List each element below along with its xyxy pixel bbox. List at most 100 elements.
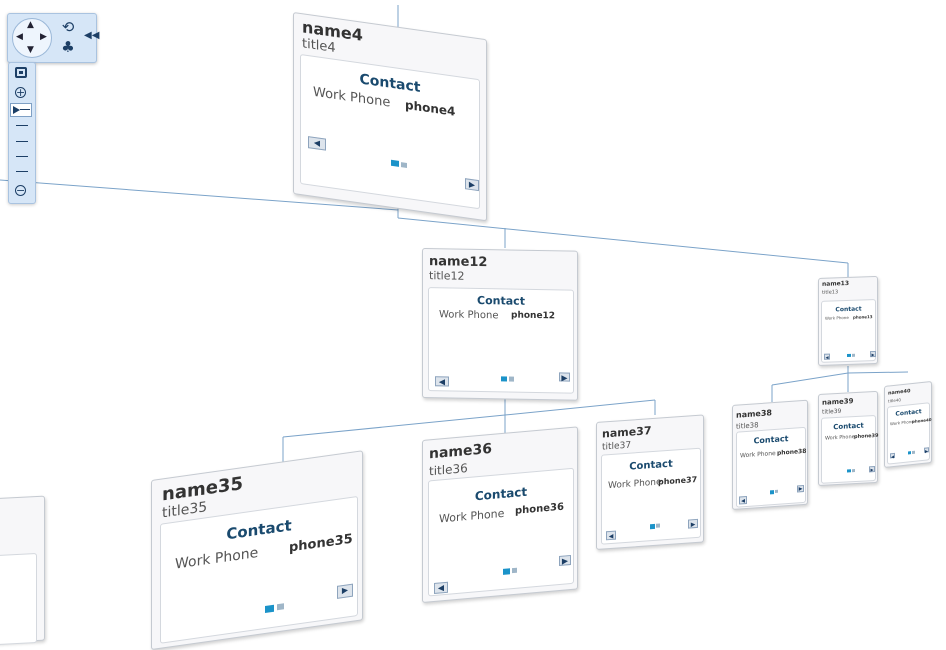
employee-name: name38 <box>736 408 772 420</box>
next-page-button[interactable]: ▶ <box>465 178 479 192</box>
zoom-in-icon[interactable]: + <box>15 86 26 99</box>
employee-title: title39 <box>822 407 842 416</box>
work-phone-label: Work Phone <box>890 418 914 427</box>
employee-title: title36 <box>429 460 468 479</box>
employee-name: name37 <box>602 424 652 441</box>
prev-page-button[interactable]: ◀ <box>434 581 448 594</box>
prev-page-button[interactable]: ◀ <box>739 495 747 505</box>
pan-right-icon[interactable]: ▶ <box>40 32 47 42</box>
org-card[interactable]: name35 title35 Contact Work Phone phone3… <box>151 450 363 650</box>
org-tree-icon[interactable]: ♣ <box>61 38 75 56</box>
next-page-button[interactable]: ▶ <box>559 554 571 567</box>
employee-title: title38 <box>736 421 759 431</box>
work-phone-value: phone12 <box>511 310 556 322</box>
contact-panel: Contact Work Phone phone4 ◀ ▶ <box>300 53 480 210</box>
collapse-panel-icon[interactable]: ◀◀ <box>84 30 100 41</box>
employee-title: title37 <box>602 440 632 453</box>
org-card[interactable]: name13 title13 Contact Work Phone phone1… <box>818 275 878 366</box>
employee-title: title12 <box>429 269 465 283</box>
work-phone-value: phone37 <box>658 474 698 487</box>
pan-left-icon[interactable]: ◀ <box>16 32 23 42</box>
fit-to-screen-icon[interactable] <box>15 67 27 78</box>
next-page-button[interactable]: ▶ <box>870 350 876 358</box>
page-indicator <box>852 469 855 473</box>
page-indicator-active <box>770 490 774 495</box>
page-indicator-active <box>265 604 274 613</box>
employee-name: name13 <box>822 279 849 288</box>
org-card[interactable]: name36 title36 Contact Work Phone phone3… <box>422 426 578 603</box>
contact-panel: Contact Work Phone phone36 ◀ ▶ <box>428 467 574 597</box>
next-page-button[interactable]: ▶ <box>797 484 804 493</box>
page-indicator <box>277 603 284 611</box>
work-phone-label: Work Phone <box>740 449 776 460</box>
zoom-out-icon[interactable]: − <box>15 184 26 197</box>
pan-control: ▲ ▼ ◀ ▶ <box>12 18 52 58</box>
contact-heading: Contact <box>833 421 864 432</box>
pan-up-icon[interactable]: ▲ <box>27 20 34 30</box>
contact-heading: Contact <box>477 293 525 308</box>
employee-title: title13 <box>822 289 839 296</box>
page-indicator-active <box>847 469 851 473</box>
contact-heading: Contact <box>629 458 673 473</box>
contact-panel: Contact Work Phone phone39 ▶ <box>821 414 879 484</box>
prev-page-button[interactable]: ◀ <box>824 353 830 360</box>
contact-panel: Contact Work Phone phone37 ◀ ▶ <box>601 447 701 545</box>
next-page-button[interactable]: ▶ <box>559 372 570 383</box>
page-indicator <box>512 567 517 574</box>
work-phone-value: phone38 <box>777 447 807 457</box>
prev-page-button[interactable]: ◀ <box>308 136 326 151</box>
org-card[interactable]: name39 title39 Contact Work Phone phone3… <box>818 390 879 486</box>
page-indicator-active <box>391 159 399 167</box>
contact-heading: Contact <box>835 305 862 314</box>
zoom-tick <box>16 125 28 126</box>
page-indicator <box>509 376 514 382</box>
contact-panel: Contact Work Phone phone38 ◀ ▶ <box>736 426 807 508</box>
zoom-tick <box>16 171 28 172</box>
navigation-panel: ▲ ▼ ◀ ▶ ⟲ ♣ ◀◀ <box>7 13 100 63</box>
work-phone-value: phone4 <box>405 97 456 119</box>
zoom-slider-thumb[interactable] <box>10 103 32 117</box>
org-card[interactable]: name12 title12 Contact Work Phone phone1… <box>422 248 578 401</box>
page-indicator-active <box>908 451 911 455</box>
work-phone-value: phone39 <box>854 432 879 441</box>
org-card[interactable]: name38 title38 Contact Work Phone phone3… <box>732 399 808 510</box>
page-indicator-active <box>503 568 510 575</box>
next-page-button[interactable]: ▶ <box>924 447 929 454</box>
work-phone-value: phone40 <box>912 416 932 425</box>
page-indicator <box>656 523 660 528</box>
prev-page-button[interactable]: ◀ <box>606 530 616 541</box>
next-page-button[interactable]: ▶ <box>688 518 698 529</box>
work-phone-label: Work Phone <box>439 506 505 526</box>
page-indicator <box>775 489 778 493</box>
page-indicator-active <box>847 353 851 357</box>
org-card[interactable]: name40 title40 Contact Work Phone phone4… <box>884 380 932 468</box>
page-indicator-active <box>501 376 507 382</box>
work-phone-value: phone13 <box>853 314 873 320</box>
work-phone-label: Work Phone <box>825 434 855 442</box>
page-indicator <box>912 450 915 455</box>
work-phone-value: phone35 <box>289 531 353 556</box>
work-phone-label: Work Phone <box>439 309 499 322</box>
page-indicator <box>401 162 407 169</box>
prev-page-button[interactable]: ◀ <box>435 376 449 387</box>
employee-name: name40 <box>888 388 911 397</box>
work-phone-value: phone36 <box>515 501 564 517</box>
employee-name: name39 <box>822 397 854 407</box>
employee-name: name36 <box>429 440 492 463</box>
page-indicator-active <box>650 523 655 530</box>
prev-page-button[interactable]: ◀ <box>890 452 895 460</box>
contact-panel: Contact Work Phone phone12 ◀ ▶ <box>428 287 574 394</box>
work-phone-label: Work Phone <box>825 314 849 321</box>
refresh-icon[interactable]: ⟲ <box>61 18 75 36</box>
contact-panel: Contact Work Phone phone40 ◀ ▶ <box>887 402 932 465</box>
next-page-button[interactable]: ▶ <box>869 466 875 473</box>
pan-down-icon[interactable]: ▼ <box>27 45 34 55</box>
org-card[interactable]: name4 title4 Contact Work Phone phone4 ◀… <box>293 12 487 222</box>
next-page-button[interactable]: ▶ <box>337 583 353 599</box>
zoom-tick <box>16 156 28 157</box>
org-card[interactable]: name37 title37 Contact Work Phone phone3… <box>596 414 704 550</box>
zoom-slider[interactable]: + − <box>8 62 36 204</box>
work-phone-label: Work Phone <box>608 477 662 492</box>
contact-panel: Contact Work Phone phone13 ◀ ▶ <box>821 298 876 363</box>
org-card-partial[interactable] <box>0 495 45 647</box>
